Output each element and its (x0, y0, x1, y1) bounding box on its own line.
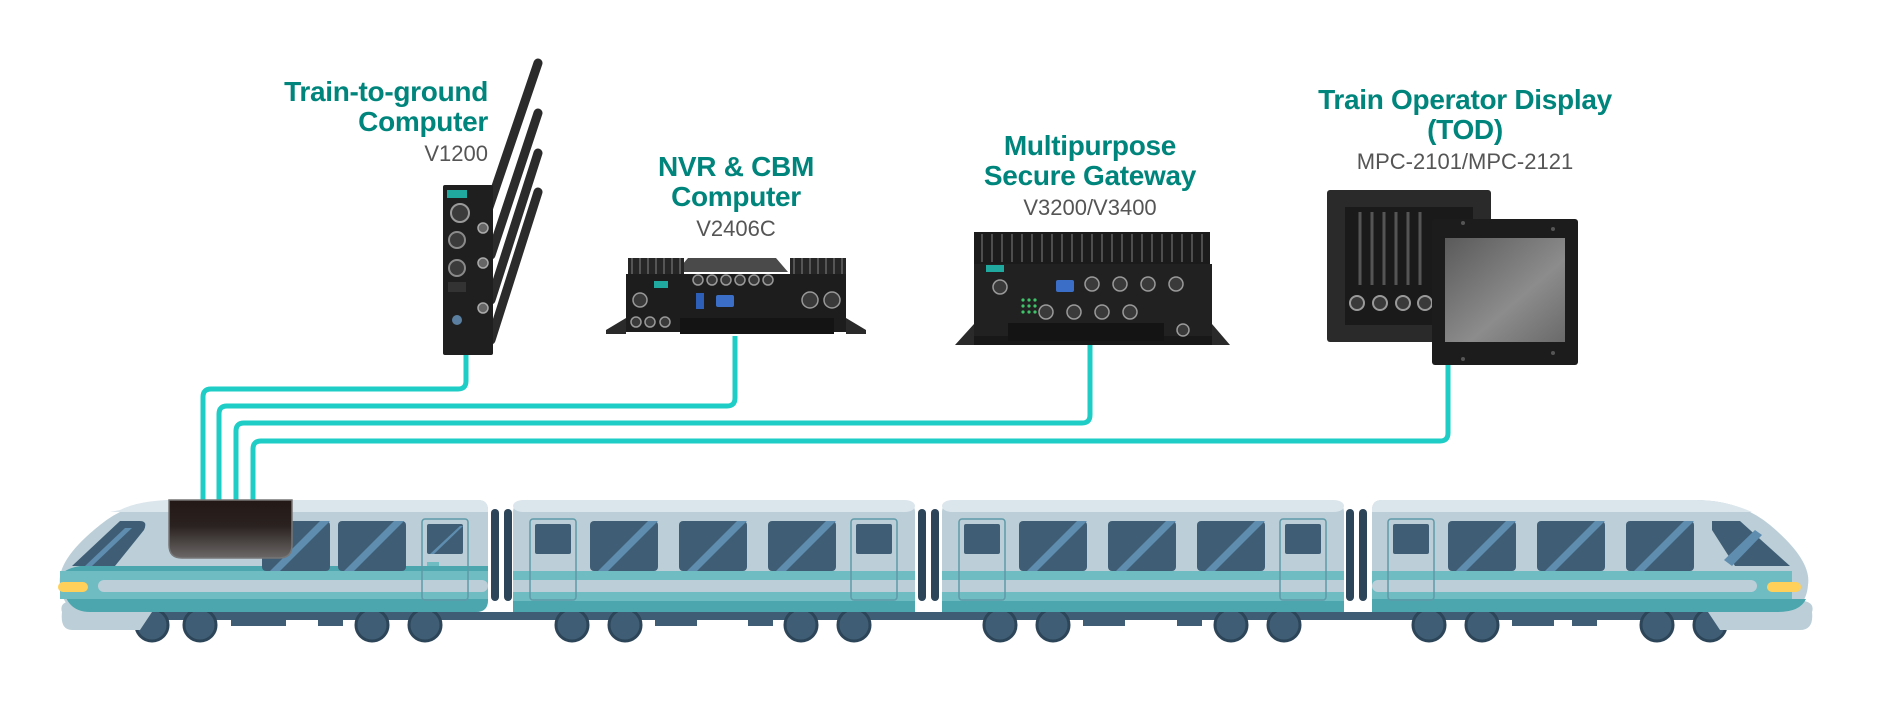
tod-device-icon (1327, 190, 1578, 365)
cables (200, 336, 1451, 505)
train-illustration (58, 499, 1813, 643)
device-title: Secure Gateway (983, 160, 1197, 191)
device-title: Multipurpose (1003, 130, 1177, 161)
device-model: V1200 (424, 141, 488, 166)
cable-to-v1200 (200, 355, 469, 505)
train-car-3 (942, 500, 1344, 612)
device-label-tod: Train Operator Display (TOD) MPC-2101/MP… (1270, 85, 1660, 177)
cable-to-v2406c (216, 336, 738, 505)
cable-to-tod (250, 365, 1451, 505)
v2406c-device-icon (606, 258, 866, 334)
device-title: Computer (358, 106, 488, 137)
device-label-secure-gateway: Multipurpose Secure Gateway V3200/V3400 (955, 131, 1225, 223)
device-title: Train Operator Display (1318, 84, 1612, 115)
device-model: V2406C (696, 216, 776, 241)
train-car-4 (1372, 500, 1809, 612)
cable-to-v3200 (233, 345, 1093, 505)
device-title: Computer (671, 181, 801, 212)
device-title: (TOD) (1427, 114, 1503, 145)
train-car-2 (513, 500, 915, 612)
device-title: NVR & CBM (658, 151, 814, 182)
train-control-box (168, 499, 293, 559)
device-label-train-to-ground: Train-to-ground Computer V1200 (284, 77, 488, 169)
device-model: MPC-2101/MPC-2121 (1356, 149, 1574, 174)
device-label-nvr-cbm: NVR & CBM Computer V2406C (636, 152, 836, 244)
v1200-device-icon (443, 58, 543, 355)
v3200-device-icon (955, 232, 1230, 345)
device-model: V3200/V3400 (1023, 195, 1157, 220)
device-title: Train-to-ground (284, 76, 488, 107)
car-connectors (491, 509, 1367, 601)
